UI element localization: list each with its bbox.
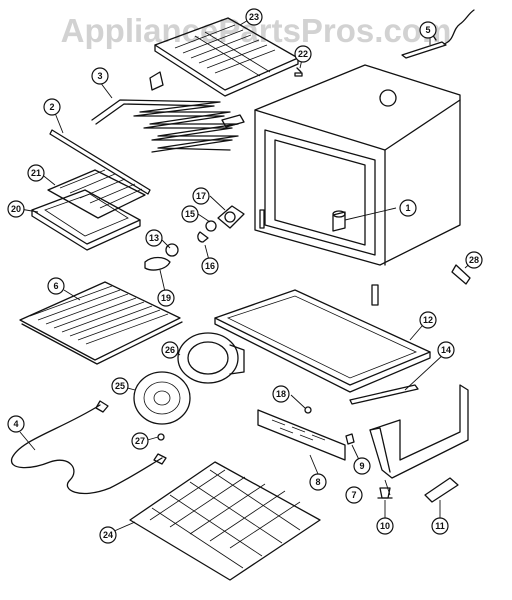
callout-2: 2	[43, 98, 61, 116]
part-27-screw	[157, 433, 165, 441]
callout-label: 4	[13, 419, 18, 429]
callout-9: 9	[353, 457, 371, 475]
part-9-clip	[345, 433, 355, 445]
callout-label: 15	[185, 209, 195, 219]
callout-label: 21	[31, 168, 41, 178]
callout-14: 14	[437, 341, 455, 359]
callout-20: 20	[7, 200, 25, 218]
callout-label: 17	[196, 191, 206, 201]
callout-label: 12	[423, 315, 433, 325]
callout-label: 2	[49, 102, 54, 112]
callout-label: 27	[135, 436, 145, 446]
part-25-fan-cover	[133, 371, 191, 425]
callout-15: 15	[181, 205, 199, 223]
callout-27: 27	[131, 432, 149, 450]
callout-3: 3	[91, 67, 109, 85]
part-21-broiler-grid	[47, 169, 146, 219]
callout-10: 10	[376, 517, 394, 535]
callout-8: 8	[309, 473, 327, 491]
callout-21: 21	[27, 164, 45, 182]
part-22-screw	[294, 67, 303, 77]
callout-7: 7	[345, 486, 363, 504]
callout-label: 6	[53, 281, 58, 291]
leader-lines	[19, 18, 475, 533]
part-16-bulb	[197, 231, 209, 243]
callout-24: 24	[99, 526, 117, 544]
callout-label: 11	[435, 521, 445, 531]
callout-label: 14	[441, 345, 451, 355]
callout-label: 8	[315, 477, 320, 487]
callout-label: 13	[149, 233, 159, 243]
callout-25: 25	[111, 377, 129, 395]
callout-16: 16	[201, 257, 219, 275]
callout-5: 5	[419, 21, 437, 39]
callout-label: 3	[97, 71, 102, 81]
callout-label: 26	[165, 345, 175, 355]
callout-6: 6	[47, 277, 65, 295]
part-19-clip	[144, 256, 171, 271]
callout-28: 28	[465, 251, 483, 269]
part-12-tray	[214, 289, 431, 393]
part-15-gasket	[205, 220, 217, 232]
part-17-light-housing	[217, 205, 245, 229]
part-8-vent-panel	[257, 409, 346, 461]
part-6-oven-rack	[19, 281, 183, 365]
callout-label: 16	[205, 261, 215, 271]
callout-1: 1	[399, 199, 417, 217]
callout-11: 11	[431, 517, 449, 535]
callout-label: 9	[359, 461, 364, 471]
callout-label: 7	[351, 490, 356, 500]
callout-17: 17	[192, 187, 210, 205]
callout-label: 5	[425, 25, 430, 35]
callout-18: 18	[272, 385, 290, 403]
part-3-element	[91, 71, 245, 153]
part-7-bracket	[369, 384, 469, 479]
callout-19: 19	[157, 289, 175, 307]
part-11-anti-tip-bracket	[424, 477, 459, 503]
callout-label: 28	[469, 255, 479, 265]
part-18-nut	[304, 406, 312, 414]
callout-label: 1	[405, 203, 410, 213]
callout-label: 18	[276, 389, 286, 399]
callout-12: 12	[419, 311, 437, 329]
callout-label: 10	[380, 521, 390, 531]
callout-22: 22	[294, 45, 312, 63]
part-28-bracket	[451, 264, 471, 285]
callout-13: 13	[145, 229, 163, 247]
part-10-leveling-leg	[377, 487, 393, 499]
part-26-fan	[177, 332, 245, 384]
callout-label: 24	[103, 530, 113, 540]
part-4-bake-element	[11, 400, 167, 495]
callout-label: 23	[249, 12, 259, 22]
callout-4: 4	[7, 415, 25, 433]
callout-label: 22	[298, 49, 308, 59]
part-13-lamp-cover	[165, 243, 179, 257]
part-14-rail	[349, 384, 419, 405]
oven-cavity	[254, 64, 461, 306]
part-24-oven-bottom-grid	[129, 461, 321, 581]
callout-label: 19	[161, 293, 171, 303]
callout-label: 25	[115, 381, 125, 391]
callout-label: 20	[11, 204, 21, 214]
callout-23: 23	[245, 8, 263, 26]
part-20-broiler-pan	[31, 189, 141, 251]
callout-26: 26	[161, 341, 179, 359]
part-2-bar	[49, 129, 151, 195]
